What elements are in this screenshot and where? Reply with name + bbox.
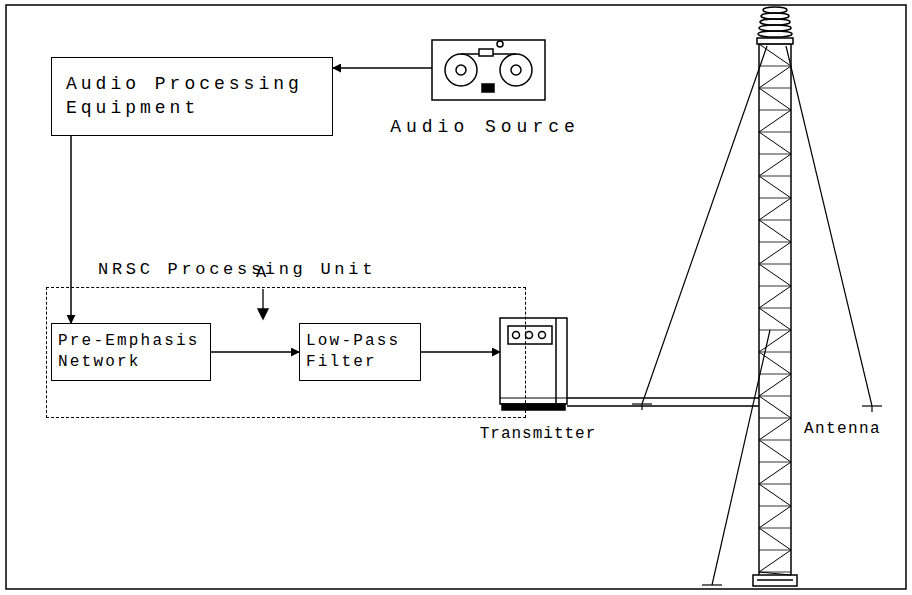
connector-line <box>421 351 500 353</box>
page-frame <box>6 5 906 589</box>
signal-connector <box>333 68 432 69</box>
figure-label: Transmitter <box>476 424 600 445</box>
test-point-label: A <box>256 262 266 284</box>
antenna-tower <box>753 7 797 586</box>
figure-label: Audio Source <box>385 116 585 139</box>
box-text: Pre-Emphasis Network <box>58 331 204 373</box>
connector-line <box>70 136 72 323</box>
box-text: Audio Processing Equipment <box>66 73 318 120</box>
process-box: Audio Processing Equipment <box>51 57 333 136</box>
antenna: Antenna <box>748 30 888 590</box>
connector-line <box>567 405 759 407</box>
test-point-arrow <box>258 289 268 319</box>
processing-unit-group: NRSC Processing UnitPre-Emphasis Network… <box>46 287 526 418</box>
connector-line <box>567 397 759 399</box>
transmitter: Transmitter <box>476 312 600 452</box>
box-text: Low-Pass Filter <box>306 331 414 373</box>
signal-connector <box>421 352 500 353</box>
guy-wires <box>632 46 882 585</box>
signal-connector <box>211 352 299 353</box>
process-box: Low-Pass Filter <box>299 323 421 381</box>
audio-source: Audio Source <box>385 36 585 138</box>
figure-label: Antenna <box>804 419 881 440</box>
process-box: Pre-Emphasis Network <box>51 323 211 381</box>
signal-connector <box>71 136 72 323</box>
transmitter-cabinet <box>500 318 567 410</box>
tape-deck <box>432 40 545 100</box>
signal-connector <box>567 398 759 406</box>
connector-line <box>333 67 432 69</box>
connector-line <box>211 351 299 353</box>
group-heading: NRSC Processing Unit <box>98 259 376 281</box>
